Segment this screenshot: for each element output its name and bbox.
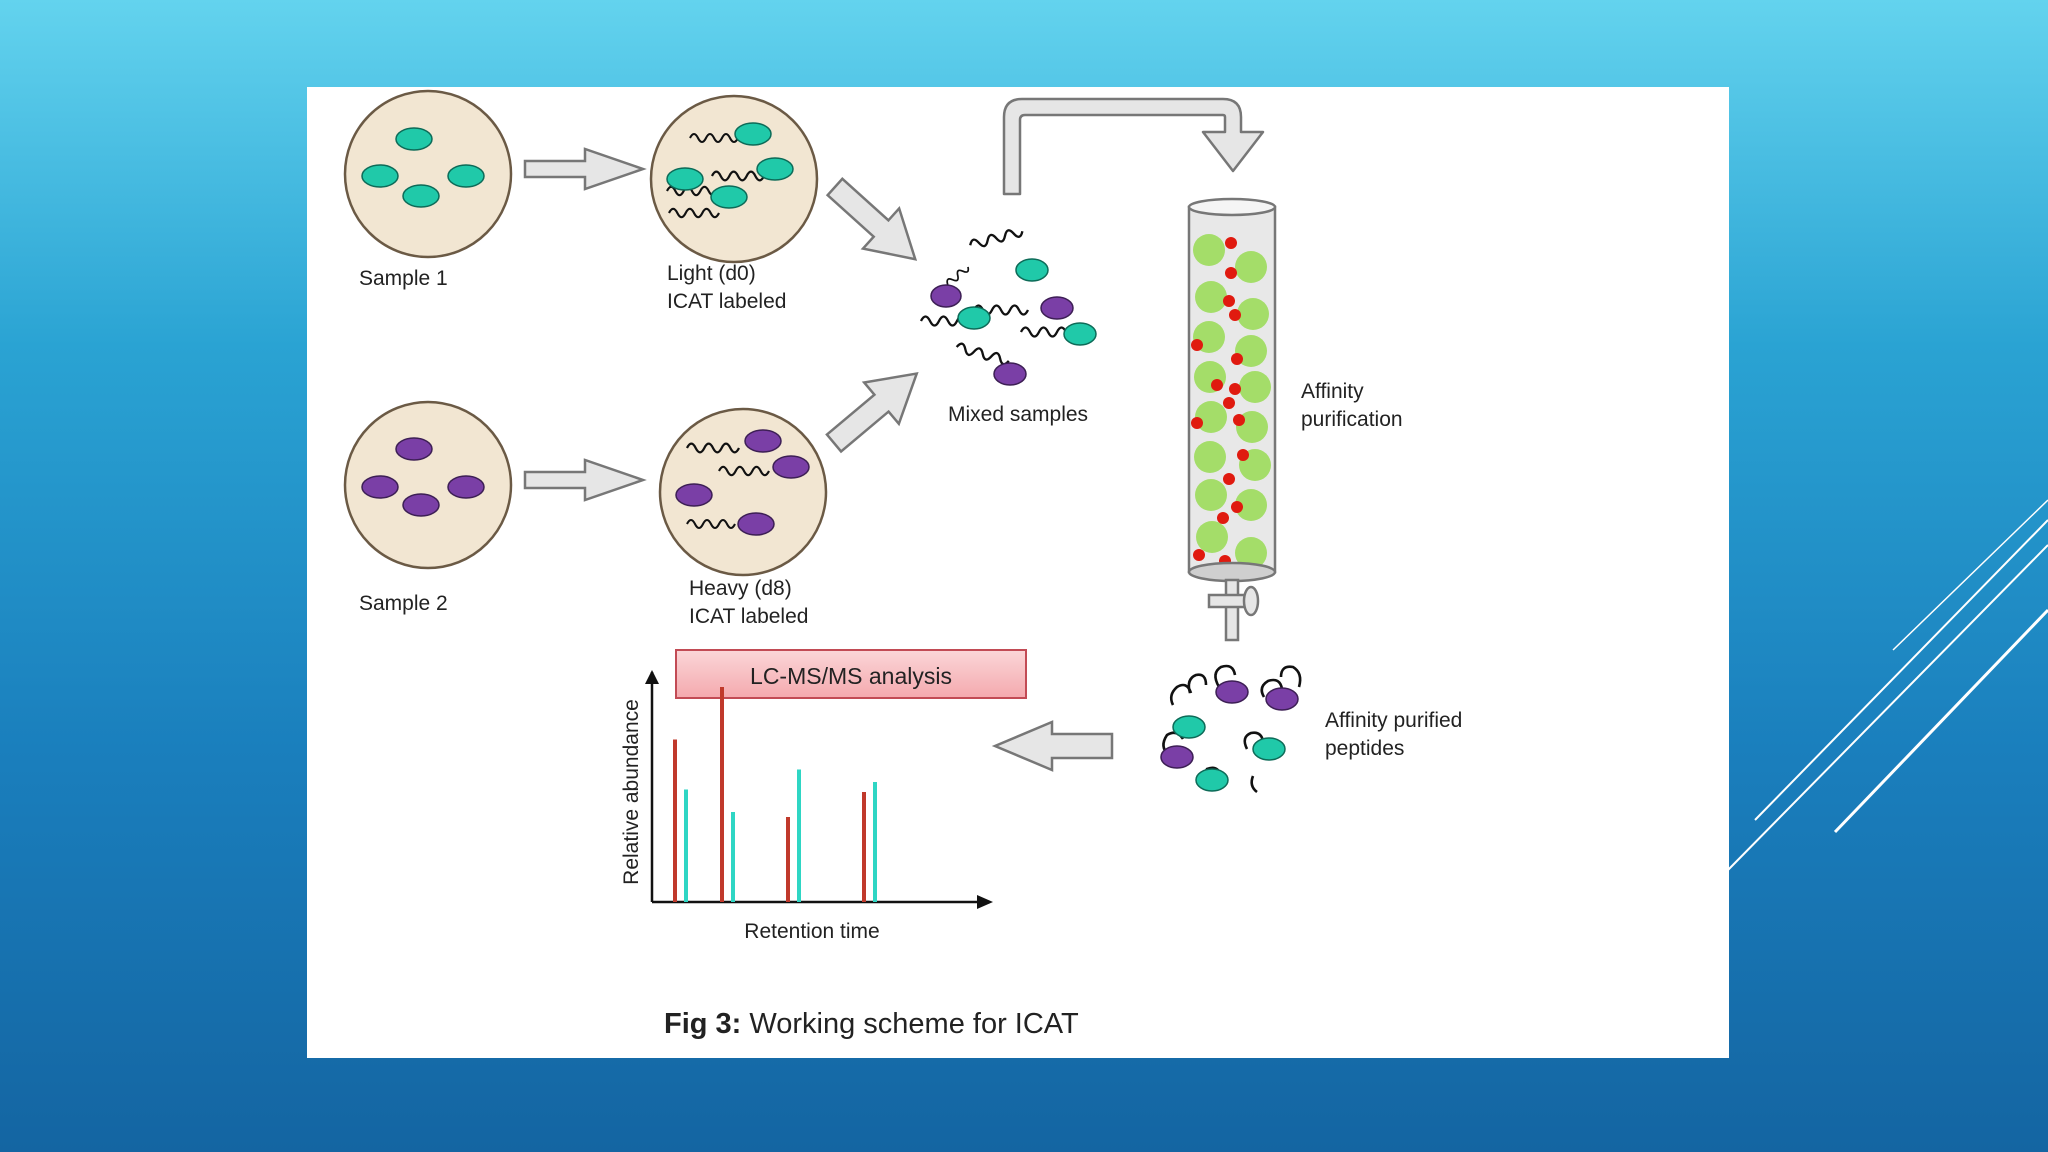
sample2-peptides: [361, 437, 485, 517]
figure-panel: LC-MS/MS analysis Retention time Relativ…: [307, 87, 1729, 1058]
caption-bold: Fig 3:: [664, 1008, 741, 1040]
column-icon: [1187, 197, 1277, 583]
curved-arrow-icon: [1002, 97, 1265, 196]
icat-scheme-diagram: LC-MS/MS analysis Retention time Relativ…: [343, 89, 1462, 1040]
sample1-peptides: [361, 127, 485, 208]
chromatogram-chart: Retention time Relative abundance: [620, 670, 993, 943]
light-label-line1: Light (d0): [667, 262, 756, 285]
analysis-label-box: LC-MS/MS analysis: [675, 649, 1027, 699]
mixed-samples-cluster: [919, 225, 1097, 386]
arrow-diagonal-up-icon: [825, 371, 919, 454]
y-axis-label: Relative abundance: [620, 699, 643, 885]
light-labeled-dish: [649, 94, 819, 264]
figure-caption: Fig 3: Working scheme for ICAT: [664, 1008, 1079, 1040]
sample2-label: Sample 2: [359, 592, 448, 615]
affinity-label-line2: purification: [1301, 408, 1403, 431]
arrow-right-icon: [523, 458, 647, 502]
x-axis-label: Retention time: [744, 920, 879, 943]
affinity-label-line1: Affinity: [1301, 380, 1364, 403]
stopcock-icon: [1207, 578, 1260, 642]
purified-peptides-cluster: [1160, 664, 1302, 794]
arrow-right-icon: [523, 147, 647, 191]
sample1-label: Sample 1: [359, 267, 448, 290]
analysis-label: LC-MS/MS analysis: [750, 663, 952, 689]
sample2-dish: [343, 400, 513, 570]
heavy-label-line1: Heavy (d8): [689, 577, 792, 600]
arrow-diagonal-down-icon: [825, 177, 918, 261]
sample1-dish: [343, 89, 513, 259]
heavy-labeled-peptides: [675, 429, 810, 536]
caption-text: Working scheme for ICAT: [741, 1008, 1079, 1040]
purified-label-line1: Affinity purified: [1325, 709, 1462, 732]
purified-label-line2: peptides: [1325, 737, 1404, 760]
heavy-label-line2: ICAT labeled: [689, 605, 808, 628]
chart-bars: [673, 687, 877, 902]
light-label-line2: ICAT labeled: [667, 290, 786, 313]
mixed-samples-label: Mixed samples: [948, 403, 1088, 426]
light-labeled-peptides: [665, 122, 794, 219]
arrow-left-icon: [991, 720, 1114, 772]
